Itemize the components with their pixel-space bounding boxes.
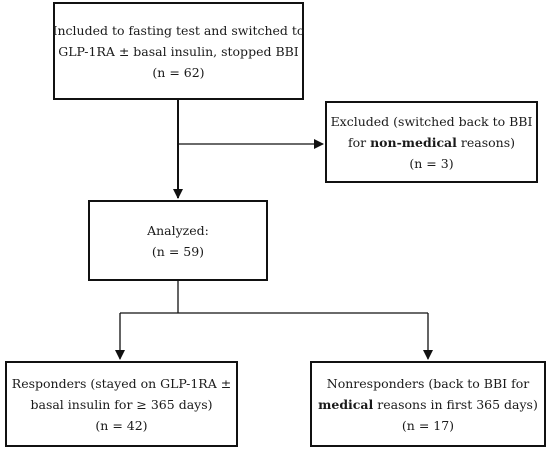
excluded-line2: for non-medical reasons) (347, 134, 516, 150)
box-nonresponders: Nonresponders (back to BBI for medical r… (310, 361, 546, 447)
box-analyzed: Analyzed: (n = 59) (88, 200, 268, 281)
analyzed-label: Analyzed: (147, 222, 209, 238)
responders-count: (n = 42) (95, 417, 148, 433)
excluded-count: (n = 3) (409, 155, 454, 171)
included-line1: Included to fasting test and switched to (52, 22, 305, 38)
nonresponders-line2: medical reasons in first 365 days) (318, 396, 538, 412)
box-responders: Responders (stayed on GLP-1RA ± basal in… (5, 361, 238, 447)
included-line2: GLP-1RA ± basal insulin, stopped BBI (58, 43, 299, 59)
box-included: Included to fasting test and switched to… (53, 2, 304, 100)
nonresponders-count: (n = 17) (401, 417, 455, 433)
responders-line2: basal insulin for ≥ 365 days) (30, 396, 213, 412)
analyzed-count: (n = 59) (151, 243, 205, 259)
box-excluded: Excluded (switched back to BBI for non-m… (325, 101, 538, 183)
responders-line1: Responders (stayed on GLP-1RA ± (11, 375, 232, 391)
excluded-line1: Excluded (switched back to BBI (330, 113, 533, 129)
included-count: (n = 62) (152, 64, 205, 80)
nonresponders-line1: Nonresponders (back to BBI for (326, 375, 530, 391)
